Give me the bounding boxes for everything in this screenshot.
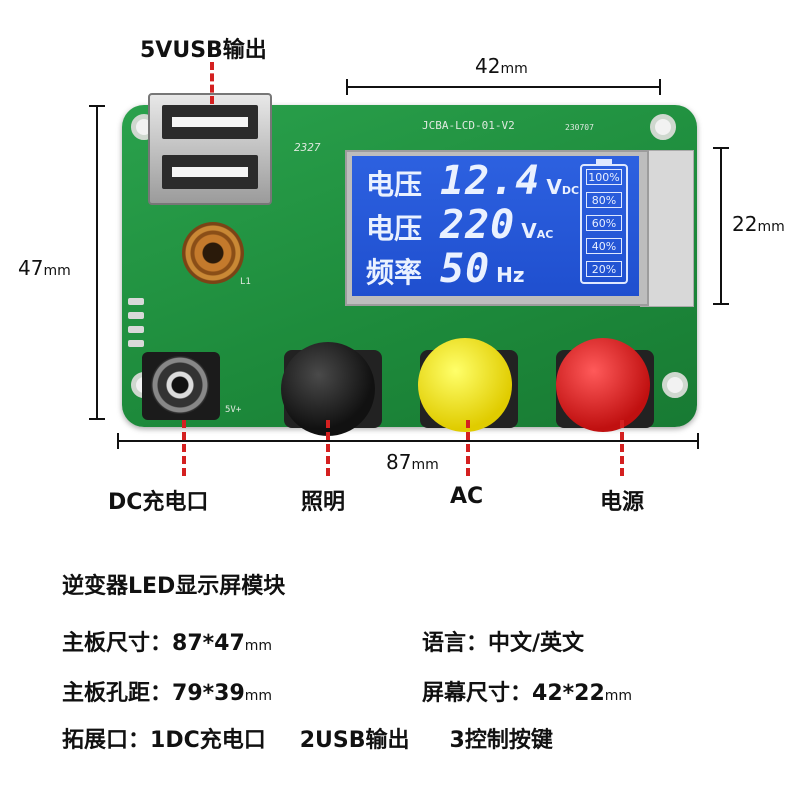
header-pin — [128, 298, 144, 305]
dc-jack-socket — [151, 356, 209, 414]
ac-button[interactable] — [418, 338, 512, 432]
header-pin — [128, 312, 144, 319]
usb-port-stack[interactable] — [148, 93, 272, 205]
dc-callout-dash — [182, 420, 186, 476]
spec-screen-size: 屏幕尺寸：42*22mm — [422, 681, 633, 706]
dc-charging-jack[interactable] — [142, 352, 220, 420]
spec-ports: 拓展口：1DC充电口 2USB输出 3控制按键 — [62, 722, 553, 754]
lcd-display: 电压 12.4 VDC 电压 220 VAC 频率 50 Hz 100% 80%… — [352, 156, 639, 296]
lcd-row-dc-voltage: 电压 12.4 VDC — [366, 158, 579, 204]
spec-value: 87*47 — [172, 631, 245, 656]
spec-value: 42*22 — [532, 681, 605, 706]
spec-label: 语言： — [422, 631, 489, 656]
pcb-date-code: 230707 — [565, 123, 594, 132]
board-height-dimension-line — [96, 106, 98, 418]
screen-height-label: 22mm — [732, 212, 785, 236]
battery-level: 40% — [586, 238, 622, 254]
inductor-ref: L1 — [240, 277, 251, 287]
power-label: 电源 — [600, 490, 645, 515]
screen-width-dimension-line — [347, 86, 659, 88]
usb-callout-dash — [210, 62, 214, 104]
mounting-hole-top-right — [650, 114, 676, 140]
spec-label: 主板孔距： — [62, 681, 173, 706]
board-width-dimension-line — [118, 440, 698, 442]
spec-language: 语言：中文/英文 — [422, 625, 584, 657]
battery-icon: 100% 80% 60% 40% 20% — [580, 164, 628, 284]
lcd-row-frequency: 频率 50 Hz — [366, 246, 525, 292]
battery-level: 60% — [586, 215, 622, 231]
spec-hole-spacing: 主板孔距：79*39mm — [62, 681, 273, 706]
board-height-cap-bottom — [89, 418, 105, 420]
board-width-cap-right — [697, 433, 699, 449]
usb-port-top[interactable] — [162, 105, 258, 139]
spec-label: 主板尺寸： — [62, 631, 173, 656]
pcb-model-silkscreen: JCBA-LCD-01-V2 — [422, 119, 515, 132]
usb-tongue — [172, 117, 248, 127]
port-item: 1DC充电口 — [150, 728, 266, 753]
board-height-cap-top — [89, 105, 105, 107]
pcb-serial: 2327 — [294, 141, 321, 154]
battery-level: 80% — [586, 192, 622, 208]
lcd-value: 12.4 — [440, 158, 541, 204]
spec-label: 屏幕尺寸： — [422, 681, 533, 706]
lcd-label: 电压 — [366, 212, 423, 245]
spec-label: 拓展口： — [62, 728, 151, 753]
lcd-unit: VAC — [521, 219, 554, 243]
lcd-label: 频率 — [366, 256, 423, 289]
header-pin — [128, 340, 144, 347]
usb-port-bottom[interactable] — [162, 155, 258, 189]
screen-height-cap-bottom — [713, 303, 729, 305]
power-callout-dash — [620, 420, 624, 476]
battery-icon-cap — [596, 159, 612, 165]
usb-tongue — [172, 167, 248, 177]
battery-level: 20% — [586, 261, 622, 277]
port-item: 2USB输出 — [299, 728, 410, 753]
usb-output-label: 5VUSB输出 — [140, 38, 267, 63]
screen-width-cap-right — [659, 79, 661, 95]
lcd-unit: VDC — [546, 175, 580, 199]
board-width-label: 87mm — [382, 450, 443, 474]
board-width-cap-left — [117, 433, 119, 449]
ac-callout-dash — [466, 420, 470, 476]
lcd-value: 50 — [440, 246, 491, 292]
spec-value: 中文/英文 — [488, 631, 585, 656]
lcd-row-ac-voltage: 电压 220 VAC — [366, 202, 553, 248]
light-callout-dash — [326, 420, 330, 476]
screen-height-cap-top — [713, 147, 729, 149]
lcd-value: 220 — [440, 202, 516, 248]
light-label: 照明 — [301, 490, 346, 515]
port-item: 3控制按键 — [449, 728, 553, 753]
screen-height-dimension-line — [720, 148, 722, 304]
toroid-inductor — [182, 222, 244, 284]
screen-width-cap-left — [346, 79, 348, 95]
lcd-label: 电压 — [366, 168, 423, 201]
dc-charging-label: DC充电口 — [108, 490, 209, 515]
spec-value: 79*39 — [172, 681, 245, 706]
product-title: 逆变器LED显示屏模块 — [62, 574, 286, 599]
board-height-label: 47mm — [18, 256, 71, 280]
header-pin — [128, 326, 144, 333]
spec-board-size: 主板尺寸：87*47mm — [62, 631, 273, 656]
battery-level: 100% — [586, 169, 622, 185]
mounting-hole-bottom-right — [662, 372, 688, 398]
lcd-unit: Hz — [496, 263, 525, 287]
ac-label: AC — [450, 484, 484, 509]
jack-ref: 5V+ — [225, 405, 242, 415]
power-button[interactable] — [556, 338, 650, 432]
screen-width-label: 42mm — [475, 54, 528, 78]
